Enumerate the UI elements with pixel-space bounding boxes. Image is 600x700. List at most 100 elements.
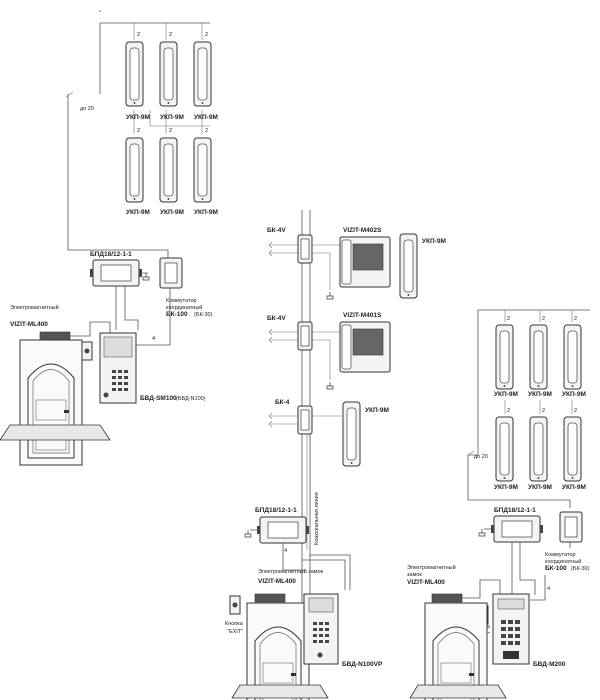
bk4v-label: БК-4V [267,227,286,234]
svg-text:4: 4 [152,336,155,342]
ukp-label: УКП-9М [194,114,218,121]
svg-text:4: 4 [284,548,287,554]
ukp-handset [159,137,178,203]
ukp-monitor-group-bottom-left: УКП-9М УКП-9М УКП-9М [125,137,218,216]
coax-line-label: Коаксиальная линия [314,492,320,545]
left-system: до 20 УКП-9М УКП-9М УКП-9М УКП-9М УКП-9М… [0,10,218,466]
bk4v-distributor [297,321,313,351]
right-system: до 20 УКП-9М УКП-9М УКП-9М УКП-9М УКП-9М… [407,309,590,700]
cable-length-label-right: до 20 [474,454,488,460]
svg-text:координатный: координатный [545,558,581,565]
svg-text:2: 2 [205,128,208,134]
ukp-label: УКП-9М [422,238,446,245]
power-supply-right [490,515,544,543]
lock-label: Электромагнитный замок [258,568,324,575]
ukp-label: УКП-9М [365,407,389,414]
svg-text:(БК-30): (БК-30) [571,566,590,572]
lock-model-label: VIZIT-ML400 [10,321,48,328]
ukp-handset [193,137,212,203]
video-monitor-m401s [339,321,391,373]
svg-text:4: 4 [547,586,550,592]
ukp-handset [495,416,514,482]
ukp-handset [399,233,418,299]
lock-model-label: VIZIT-ML400 [407,579,445,586]
kommutator-label: Коммутатор [545,552,576,558]
call-panel-m200 [492,593,530,665]
kommutator-label: Коммутатор [166,298,197,304]
floor-left [0,424,111,441]
ukp-label: УКП-9М [126,209,150,216]
lock-label: Электромагнитный [10,304,59,311]
bk4v-label: БК-4V [267,315,286,322]
floor-mid [231,684,329,699]
bpd-label-right: БПД18/12-1-1 [494,507,536,514]
power-supply-left [89,259,143,287]
ukp-monitor-group-bottom-right: УКП-9М УКП-9М УКП-9М [494,416,586,491]
svg-text:(БК-30): (БК-30) [194,312,213,318]
call-panel-label-left: БВД-SM100 [140,395,177,402]
svg-text:2: 2 [542,408,545,414]
power-plug-icon [244,529,252,538]
ukp-monitor-group-top-left: УКП-9М УКП-9М УКП-9М [125,41,218,121]
call-panel-sm100 [99,332,137,404]
wire-count-marks: 2 2 2 2 2 2 4 4 2 2 2 2 2 2 4 [137,32,577,592]
ukp-label: УКП-9М [126,114,150,121]
ukp-label: УКП-9М [160,209,184,216]
svg-text:2: 2 [574,408,577,414]
ukp-handset [563,324,582,390]
lock-label: Электромагнитный [407,564,456,571]
ukp-handset [529,324,548,390]
ukp-handset [125,137,144,203]
power-plug-icon [142,272,150,281]
ukp-handset [563,416,582,482]
svg-text:2: 2 [507,408,510,414]
svg-text:"EXIT": "EXIT" [227,629,243,635]
ukp-handset [125,41,144,107]
power-supply-mid [256,516,310,544]
svg-text:2: 2 [542,316,545,322]
floor-right [409,684,507,699]
bk4v-distributor [297,234,313,264]
bk4-distributor [297,405,313,435]
ukp-handset [495,324,514,390]
ukp-handset [342,401,361,467]
ukp-label: УКП-9М [494,391,518,398]
call-panel-label-right: БВД-M200 [533,661,566,668]
ukp-handset [159,41,178,107]
svg-text:2: 2 [137,32,140,38]
svg-text:БК-100: БК-100 [545,565,567,572]
svg-text:2: 2 [169,32,172,38]
ukp-monitor-group-top-right: УКП-9М УКП-9М УКП-9М [494,324,586,398]
bpd-label-left: БПД18/12-1-1 [90,251,132,258]
ukp-label: УКП-9М [562,391,586,398]
svg-text:2: 2 [169,128,172,134]
middle-system: Коаксиальная линия БК-4V VIZIT-M402S УКП… [225,210,446,700]
svg-text:2: 2 [574,316,577,322]
svg-text:замок: замок [407,572,422,578]
electromagnetic-lock-right [431,593,463,603]
svg-text:БК-100: БК-100 [166,311,188,318]
video-monitor-m402s [339,236,391,288]
power-plug-icon [326,381,334,390]
power-plug-icon [326,291,334,300]
svg-text:координатный: координатный [166,304,202,311]
svg-text:(БВД-N100): (БВД-N100) [176,396,206,402]
ukp-handset [529,416,548,482]
ukp-label: УКП-9М [528,484,552,491]
bk4-label: БК-4 [275,399,290,406]
exit-button-label: Кнопка [225,621,244,627]
power-plug-icon [478,528,486,537]
bpd-label-mid: БПД18/12-1-1 [255,507,297,514]
monitor-label-m402s: VIZIT-M402S [343,227,382,234]
lock-model-label: VIZIT-ML400 [258,578,296,585]
svg-text:2: 2 [137,128,140,134]
svg-text:2: 2 [205,32,208,38]
electromagnetic-lock-left [39,331,71,341]
svg-text:2: 2 [507,316,510,322]
ukp-label: УКП-9М [494,484,518,491]
electromagnetic-lock-mid [254,593,286,603]
ukp-label: УКП-9М [194,209,218,216]
ukp-label: УКП-9М [160,114,184,121]
ukp-label: УКП-9М [528,391,552,398]
